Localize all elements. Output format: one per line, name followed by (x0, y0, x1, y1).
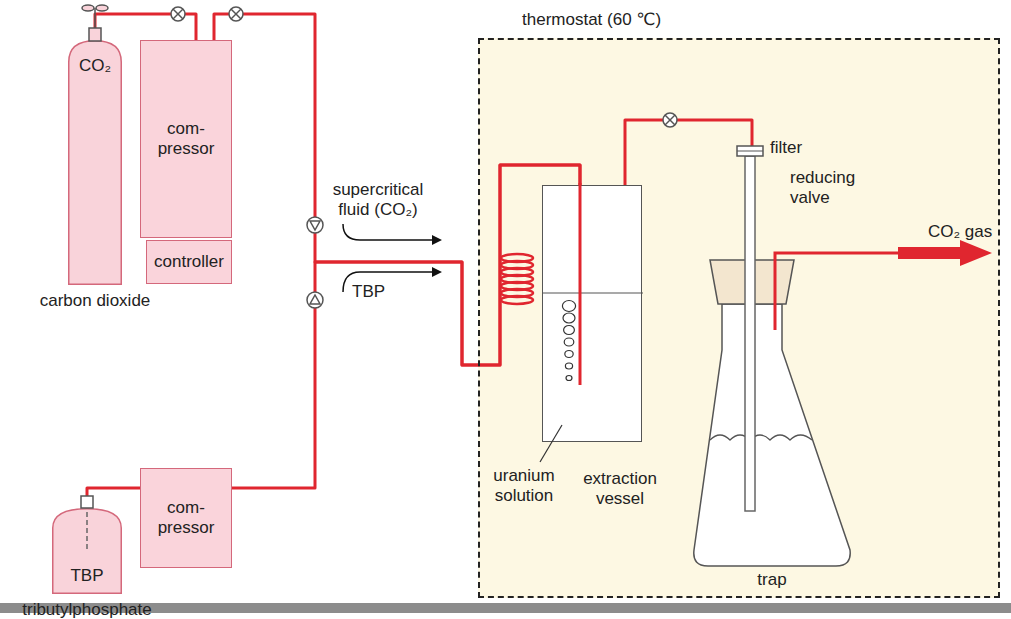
dip-tube (579, 183, 582, 385)
flow-arrow (343, 224, 432, 292)
gas-cylinder: TBPtributylphosphate (52, 508, 122, 594)
heating-coil (501, 254, 533, 304)
node-label: trap (692, 570, 852, 590)
node-label: com- pressor (141, 498, 231, 538)
node-label: thermostat (60 ℃) (522, 10, 661, 30)
pipe-line (625, 120, 752, 260)
filter-symbol (737, 151, 763, 152)
compressor-box: com- pressor (140, 40, 232, 238)
bubbles (562, 301, 575, 381)
cylinder-valve (82, 5, 108, 41)
trap-flask: trap (692, 260, 852, 566)
pipe-line (214, 14, 580, 365)
stop-valve (171, 7, 677, 127)
leader-line (540, 425, 562, 462)
thermostat-region: thermostat (60 ℃)extraction vesseltrap (478, 38, 1000, 598)
node-caption: carbon dioxide (40, 291, 151, 311)
node-label: TBP (52, 566, 122, 586)
node-caption: tributylphosphate (22, 600, 151, 619)
gas-cylinder: CO₂carbon dioxide (68, 40, 122, 285)
part-label: reducing valve (790, 168, 870, 208)
filter-symbol (737, 146, 763, 156)
pipe-line (232, 165, 580, 488)
thermostat-ground (478, 38, 1000, 598)
part-label: TBP (352, 282, 385, 302)
arrow-head (432, 235, 442, 277)
node-label: CO₂ (68, 56, 122, 76)
part-label: supercritical fluid (CO₂) (326, 180, 430, 220)
node-label: controller (147, 252, 231, 272)
check-valve (307, 217, 323, 308)
controller-box: controller (146, 240, 232, 284)
gas-outlet-arrow (898, 240, 992, 266)
outlet-line (775, 253, 900, 330)
node-outline (543, 186, 643, 443)
node-label: extraction vessel (578, 469, 662, 509)
extraction-vessel: extraction vessel (542, 185, 642, 442)
cylinder-cap (81, 496, 93, 508)
part-label: filter (770, 138, 802, 158)
part-label: uranium solution (484, 466, 564, 506)
part-label: CO₂ gas (928, 222, 992, 242)
pipe-line (87, 488, 140, 508)
node-label: com- pressor (141, 119, 231, 159)
glass-tube (745, 156, 755, 511)
node-outline (68, 40, 122, 285)
compressor-box: com- pressor (140, 468, 232, 568)
pipe-line (95, 14, 196, 40)
node-outline (692, 260, 852, 566)
